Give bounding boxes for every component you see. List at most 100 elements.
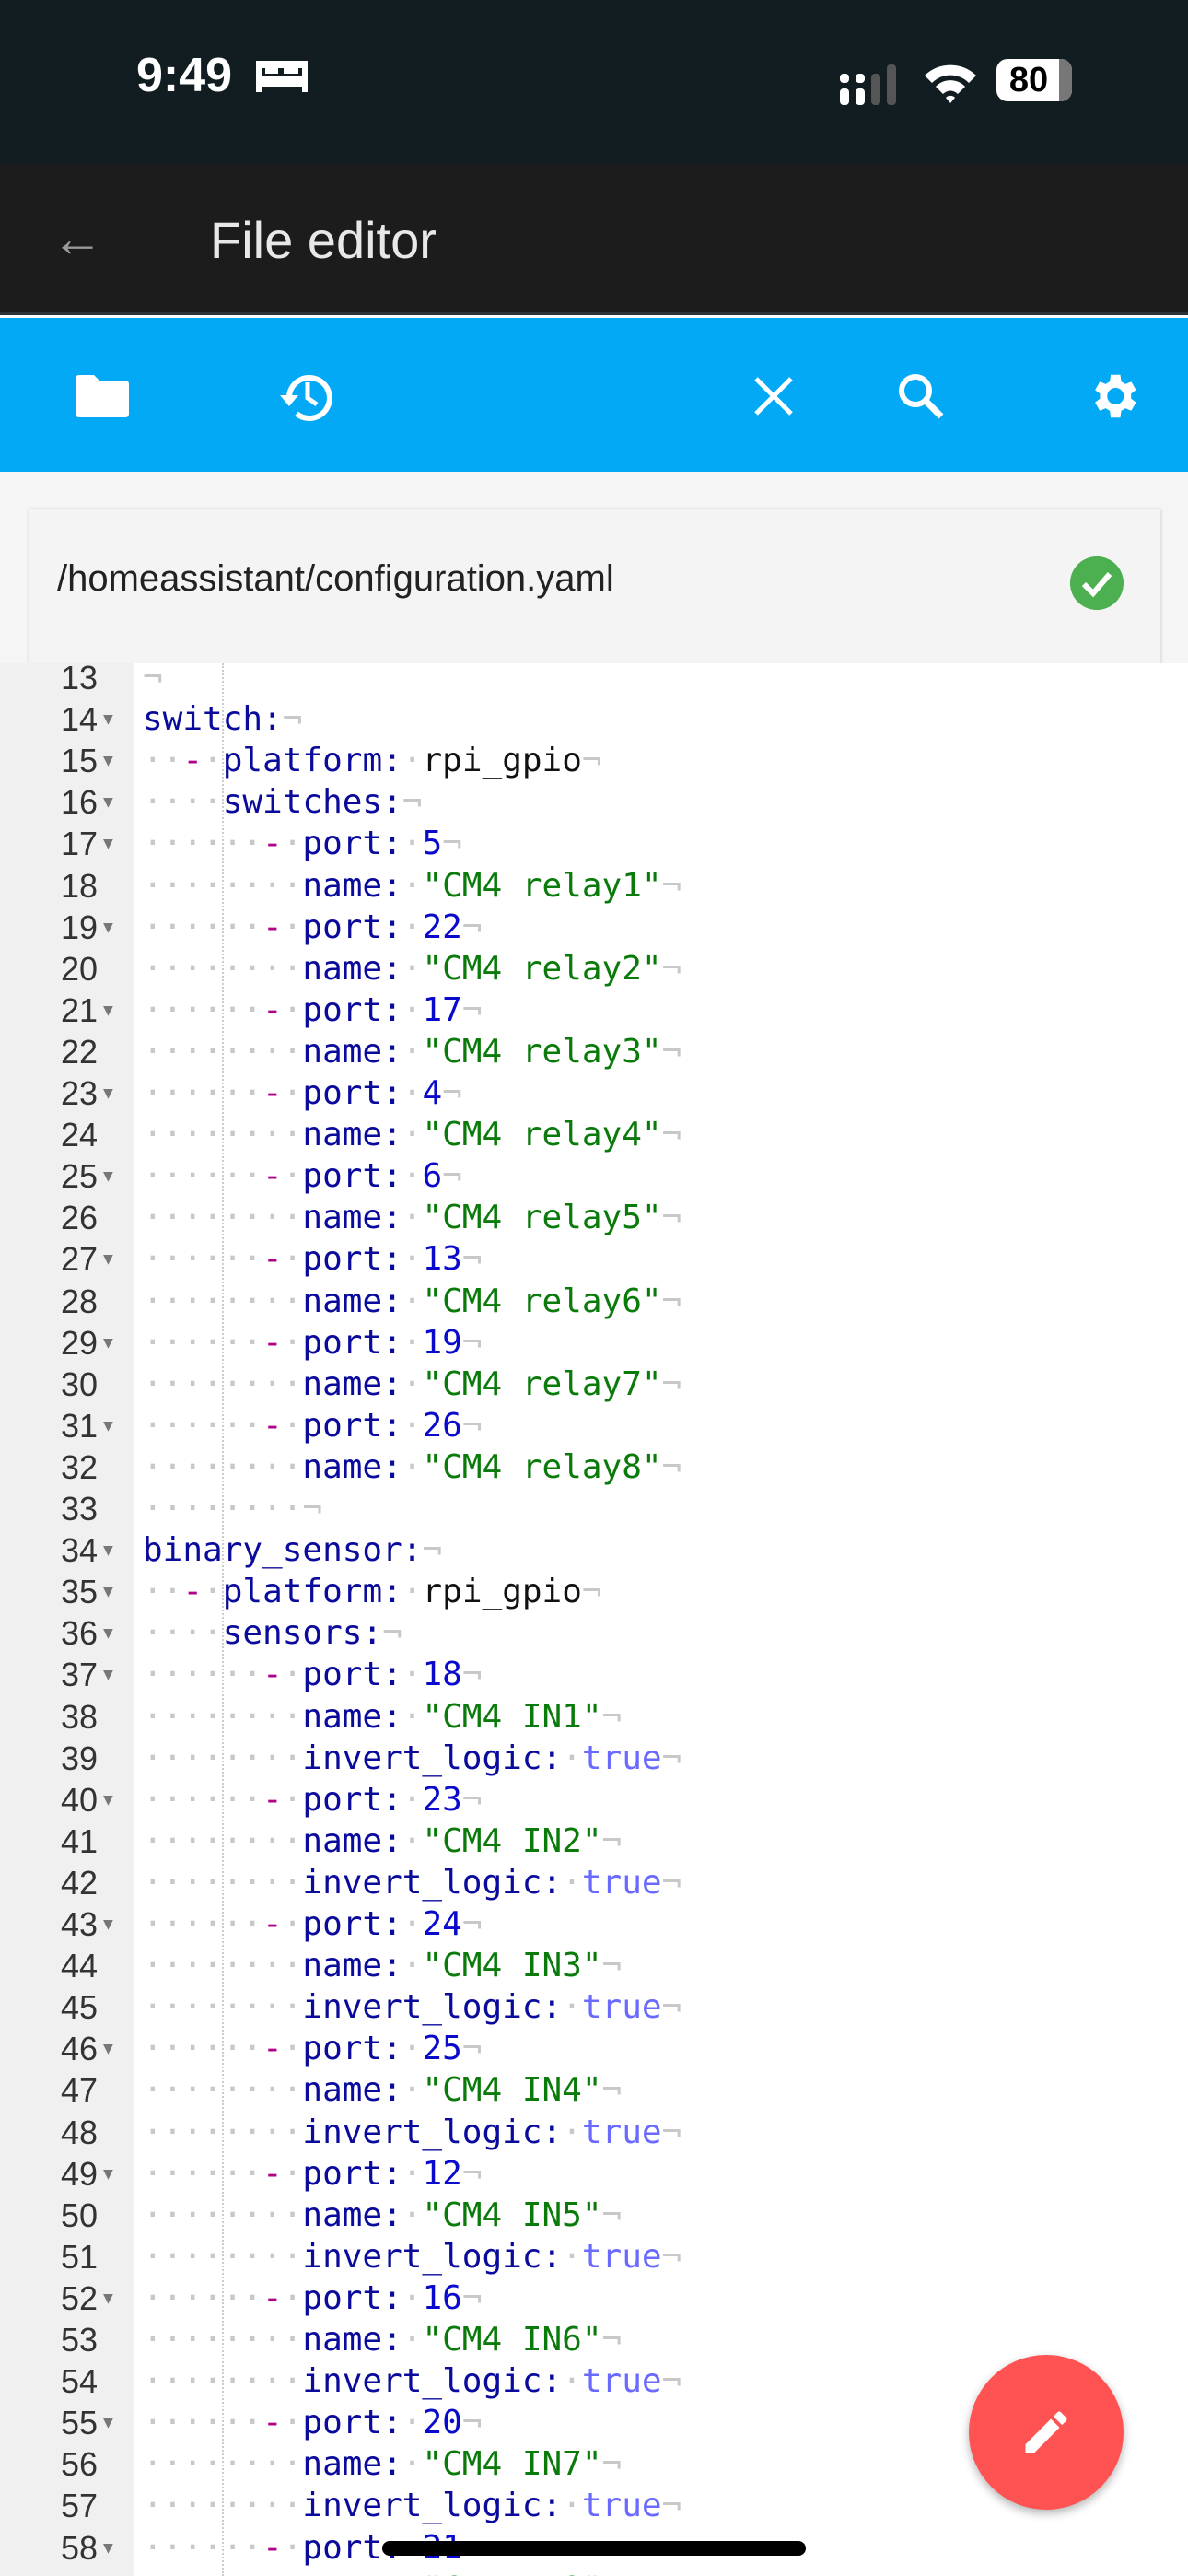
whitespace-marker: · xyxy=(402,1905,423,1943)
whitespace-marker: ········ xyxy=(143,1739,303,1777)
line-number: 41 xyxy=(60,1821,98,1860)
yaml-value: 16 xyxy=(422,2278,462,2317)
whitespace-marker: · xyxy=(402,2570,423,2576)
whitespace-marker: · xyxy=(282,1157,303,1196)
line-code: ····sensors:¬ xyxy=(143,1612,402,1654)
code-line: 51········invert_logic:·true¬ xyxy=(0,2236,1188,2277)
list-dash: - xyxy=(262,2154,283,2193)
whitespace-marker: · xyxy=(562,1739,582,1777)
code-line: 37▼······-·port:·18¬ xyxy=(0,1654,1188,1695)
yaml-key: platform: xyxy=(222,742,402,780)
code-line: 47········name:·"CM4 IN4"¬ xyxy=(0,2069,1188,2111)
yaml-value: rpi_gpio xyxy=(422,742,582,780)
back-arrow-icon[interactable]: ← xyxy=(52,209,103,267)
line-number: 43 xyxy=(60,1905,98,1943)
yaml-key: platform: xyxy=(222,1573,402,1611)
line-code: ··-·platform:·rpi_gpio¬ xyxy=(143,1571,602,1612)
end-of-line-marker: ¬ xyxy=(661,2237,682,2276)
line-code: ······-·port:·13¬ xyxy=(143,1238,483,1280)
code-line: 57········invert_logic:·true¬ xyxy=(0,2485,1188,2526)
yaml-value: true xyxy=(581,2237,662,2276)
line-code: ········name:·"CM4 relay6"¬ xyxy=(143,1281,681,1322)
close-icon[interactable] xyxy=(741,364,806,428)
code-line: 25▼······-·port:·6¬ xyxy=(0,1155,1188,1197)
yaml-value: true xyxy=(581,2362,662,2401)
yaml-value: true xyxy=(581,1988,662,2027)
line-number: 56 xyxy=(60,2445,98,2484)
line-code: ········name:·"CM4 IN2"¬ xyxy=(143,1821,622,1862)
yaml-value: 24 xyxy=(422,1905,462,1943)
yaml-key: name: xyxy=(302,1447,402,1486)
folder-icon[interactable] xyxy=(70,364,134,428)
code-line: 55▼······-·port:·20¬ xyxy=(0,2402,1188,2443)
yaml-key: name: xyxy=(302,1032,402,1071)
code-line: 31▼······-·port:·26¬ xyxy=(0,1405,1188,1446)
code-line: 28 ········name:·"CM4 relay6"¬ xyxy=(0,1281,1188,1322)
whitespace-marker: · xyxy=(402,825,423,863)
line-code: ··-·platform:·rpi_gpio¬ xyxy=(143,740,602,781)
code-line: 39········invert_logic:·true¬ xyxy=(0,1738,1188,1779)
yaml-key: port: xyxy=(302,1074,402,1112)
line-number: 48 xyxy=(60,2113,98,2151)
end-of-line-marker: ¬ xyxy=(461,1905,483,1943)
whitespace-marker: ······ xyxy=(143,1406,263,1445)
yaml-value: 19 xyxy=(422,1323,462,1362)
code-line: 20········name:·"CM4 relay2"¬ xyxy=(0,948,1188,989)
whitespace-marker: · xyxy=(402,1697,423,1736)
code-line: 17▼······-·port:·5¬ xyxy=(0,823,1188,864)
whitespace-marker: · xyxy=(562,2113,582,2151)
yaml-value: "CM4 IN8" xyxy=(422,2570,601,2576)
whitespace-marker: ········ xyxy=(143,1199,303,1237)
line-number: 28 xyxy=(60,1282,98,1320)
whitespace-marker: · xyxy=(562,1863,582,1902)
code-line: 34▼binary_sensor:¬ xyxy=(0,1529,1188,1571)
whitespace-marker: ·· xyxy=(143,742,183,780)
yaml-key: switch: xyxy=(143,700,283,739)
whitespace-marker: ········ xyxy=(143,1947,303,1985)
code-editor[interactable]: 13¬14▼switch:¬15▼··-·platform:·rpi_gpio¬… xyxy=(0,663,1188,2576)
list-dash: - xyxy=(262,825,283,863)
status-time: 9:49 xyxy=(136,49,233,102)
whitespace-marker: · xyxy=(402,2445,423,2484)
file-path[interactable]: /homeassistant/configuration.yaml xyxy=(57,558,614,599)
whitespace-marker: · xyxy=(282,1406,303,1445)
search-icon[interactable] xyxy=(889,364,953,428)
code-line: 35▼··-·platform:·rpi_gpio¬ xyxy=(0,1571,1188,1612)
history-icon[interactable] xyxy=(274,364,339,428)
line-code: ········name:·"CM4 IN4"¬ xyxy=(143,2069,622,2111)
app-bar: ← File editor xyxy=(0,164,1188,315)
yaml-key: name: xyxy=(302,1697,402,1736)
line-number: 34 xyxy=(60,1531,98,1570)
whitespace-marker: ······ xyxy=(143,1240,263,1279)
fold-arrow-icon: ▼ xyxy=(103,1000,113,1020)
whitespace-marker: · xyxy=(402,1157,423,1196)
whitespace-marker: ········ xyxy=(143,1364,303,1403)
yaml-key: port: xyxy=(302,1905,402,1943)
fold-arrow-icon: ▼ xyxy=(103,1540,113,1561)
end-of-line-marker: ¬ xyxy=(661,1116,682,1154)
yaml-value: 18 xyxy=(422,1656,462,1694)
whitespace-marker: · xyxy=(282,2278,303,2317)
file-path-card: /homeassistant/configuration.yaml xyxy=(29,509,1160,693)
yaml-key: name: xyxy=(302,1821,402,1860)
cellular-signal-icon xyxy=(840,64,896,105)
end-of-line-marker: ¬ xyxy=(661,1988,682,2027)
end-of-line-marker: ¬ xyxy=(461,1323,483,1362)
line-number: 31 xyxy=(60,1406,98,1445)
line-code: ······-·port:·25¬ xyxy=(143,2028,483,2069)
home-indicator[interactable] xyxy=(382,2541,806,2556)
settings-icon[interactable] xyxy=(1081,364,1146,428)
fold-arrow-icon: ▼ xyxy=(103,1582,113,1602)
edit-fab-button[interactable] xyxy=(969,2355,1124,2510)
line-code: ········name:·"CM4 IN5"¬ xyxy=(143,2195,622,2236)
line-code: ········name:·"CM4 relay3"¬ xyxy=(143,1031,681,1072)
end-of-line-marker: ¬ xyxy=(601,2071,623,2110)
fold-arrow-icon: ▼ xyxy=(103,709,113,730)
end-of-line-marker: ¬ xyxy=(461,2154,483,2193)
whitespace-marker: ········ xyxy=(143,1490,303,1528)
whitespace-marker: · xyxy=(282,907,303,946)
yaml-key: invert_logic: xyxy=(302,1988,563,2027)
line-code: ······-·port:·22¬ xyxy=(143,907,483,948)
code-line: 42········invert_logic:·true¬ xyxy=(0,1862,1188,1903)
line-number: 29 xyxy=(60,1323,98,1362)
